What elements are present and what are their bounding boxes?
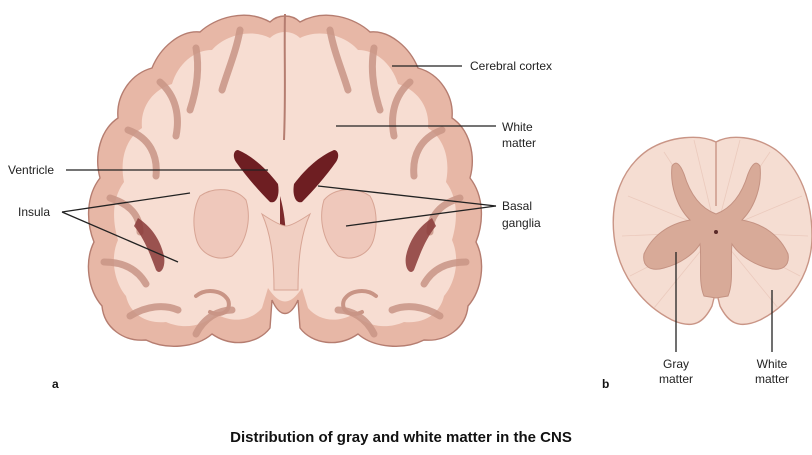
- longitudinal-fissure: [284, 14, 285, 140]
- figure-caption: Distribution of gray and white matter in…: [230, 429, 572, 446]
- label-ventricle: Ventricle: [8, 163, 54, 177]
- label-basal-ganglia-line2: ganglia: [502, 216, 541, 230]
- label-spinal-white-matter-line2: matter: [755, 372, 789, 386]
- label-white-matter-line2: matter: [502, 136, 536, 150]
- label-gray-matter-line1: Gray: [663, 357, 689, 371]
- spinal-cord-cross-section: [613, 137, 812, 324]
- panel-a-letter: a: [52, 377, 59, 391]
- label-insula: Insula: [18, 205, 50, 219]
- label-basal-ganglia-line1: Basal: [502, 199, 532, 213]
- label-white-matter-line1: White: [502, 120, 533, 134]
- label-cerebral-cortex: Cerebral cortex: [470, 59, 552, 73]
- label-gray-matter-line2: matter: [659, 372, 693, 386]
- central-canal: [714, 230, 718, 234]
- panel-b-letter: b: [602, 377, 609, 391]
- brain-coronal-section: [88, 14, 481, 346]
- label-spinal-white-matter-line1: White: [757, 357, 788, 371]
